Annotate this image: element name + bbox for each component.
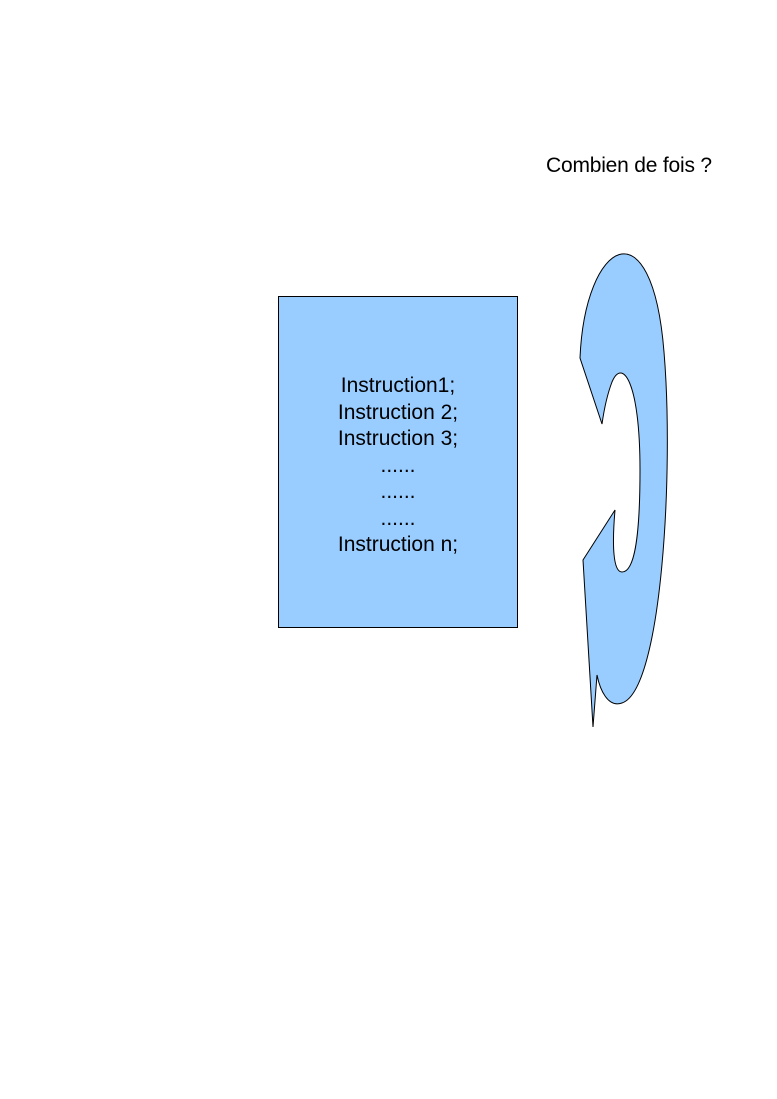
- instruction-line-n: Instruction n;: [337, 533, 459, 556]
- curved-arrow-shape: [579, 253, 668, 728]
- instruction-line-2: Instruction 2;: [337, 400, 459, 424]
- instruction-block: Instruction1; Instruction 2; Instruction…: [278, 296, 518, 628]
- instruction-list: Instruction1; Instruction 2; Instruction…: [279, 373, 517, 559]
- instruction-line-1: Instruction1;: [340, 374, 456, 397]
- ellipsis-line-1: ......: [380, 453, 416, 477]
- ellipsis-line-3: ......: [380, 506, 416, 530]
- instruction-line-3: Instruction 3;: [337, 427, 459, 450]
- loop-question-label: Combien de fois ?: [546, 154, 712, 177]
- ellipsis-line-2: ......: [380, 480, 416, 503]
